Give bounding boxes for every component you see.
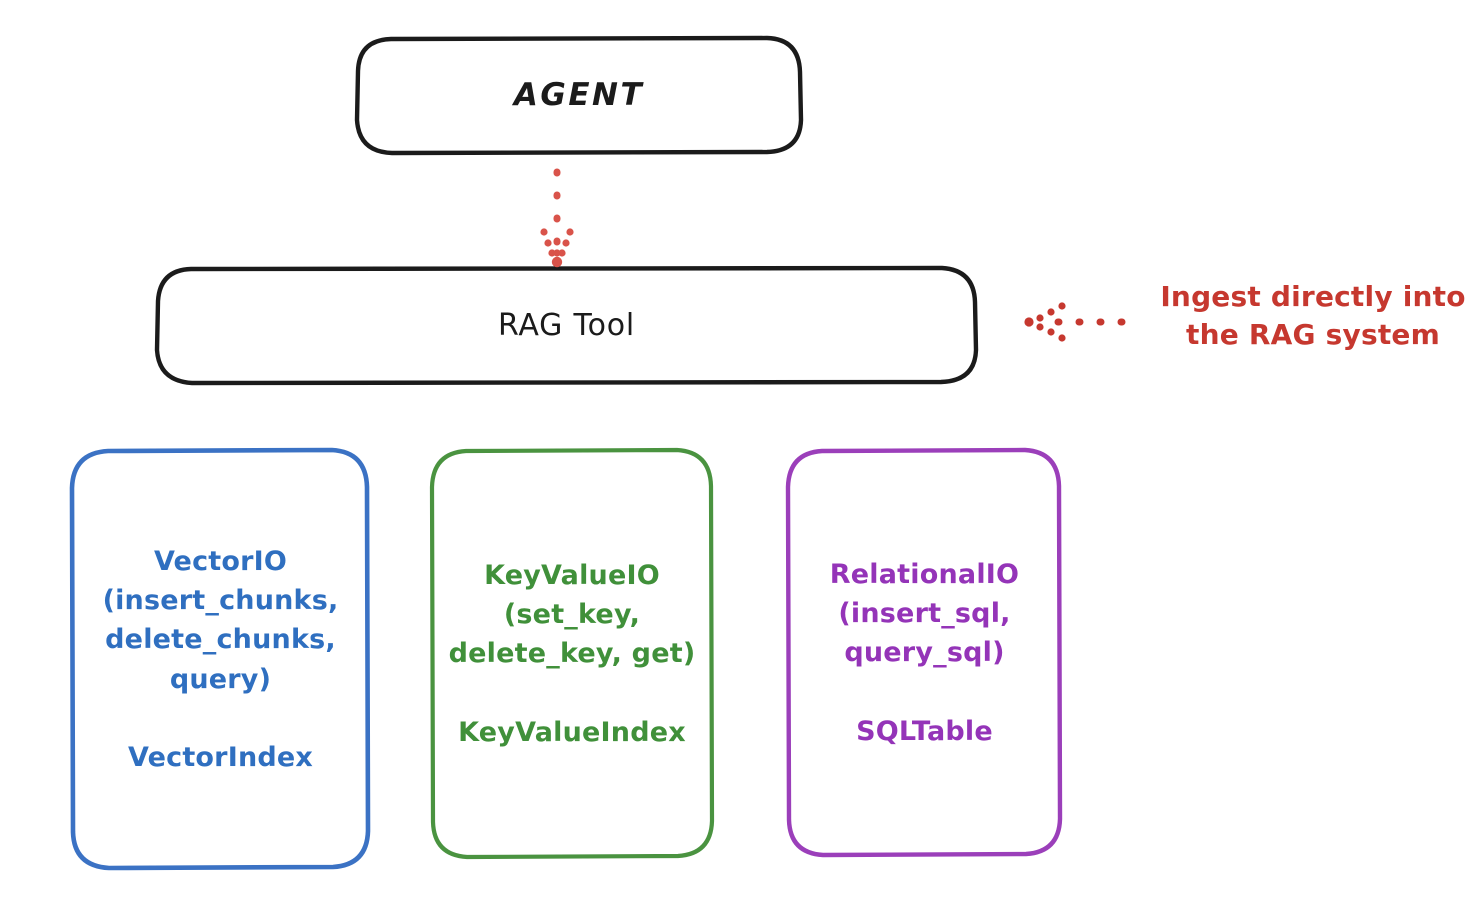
vector-io-label: VectorIO (insert_chunks, delete_chunks, …	[102, 546, 339, 773]
rag-tool-box-outline[interactable]	[154, 265, 979, 386]
relational-io-label: RelationalIO (insert_sql, query_sql) SQL…	[829, 559, 1020, 747]
agent-label: AGENT	[513, 77, 645, 114]
relational-io-box-outline[interactable]	[785, 447, 1063, 858]
agent-node[interactable]: AGENT	[357, 38, 801, 153]
vector-io-node[interactable]: VectorIO (insert_chunks, delete_chunks, …	[72, 450, 369, 869]
vector-io-box-outline[interactable]	[69, 447, 371, 871]
ingest-annotation-text: Ingest directly into the RAG system	[1160, 280, 1466, 351]
rag-tool-node[interactable]: RAG Tool	[157, 268, 976, 383]
rag-tool-label: RAG Tool	[497, 307, 636, 343]
ingest-annotation: Ingest directly into the RAG system	[1148, 278, 1478, 353]
relational-io-node[interactable]: RelationalIO (insert_sql, query_sql) SQL…	[788, 450, 1061, 856]
ingest-arrowhead	[1024, 302, 1066, 342]
key-value-io-label: KeyValueIO (set_key, delete_key, get) Ke…	[448, 560, 696, 748]
key-value-io-node[interactable]: KeyValueIO (set_key, delete_key, get) Ke…	[431, 450, 713, 858]
agent-to-rag-arrowhead	[540, 228, 574, 268]
key-value-io-box-outline[interactable]	[429, 447, 715, 860]
agent-box-outline[interactable]	[354, 35, 804, 156]
